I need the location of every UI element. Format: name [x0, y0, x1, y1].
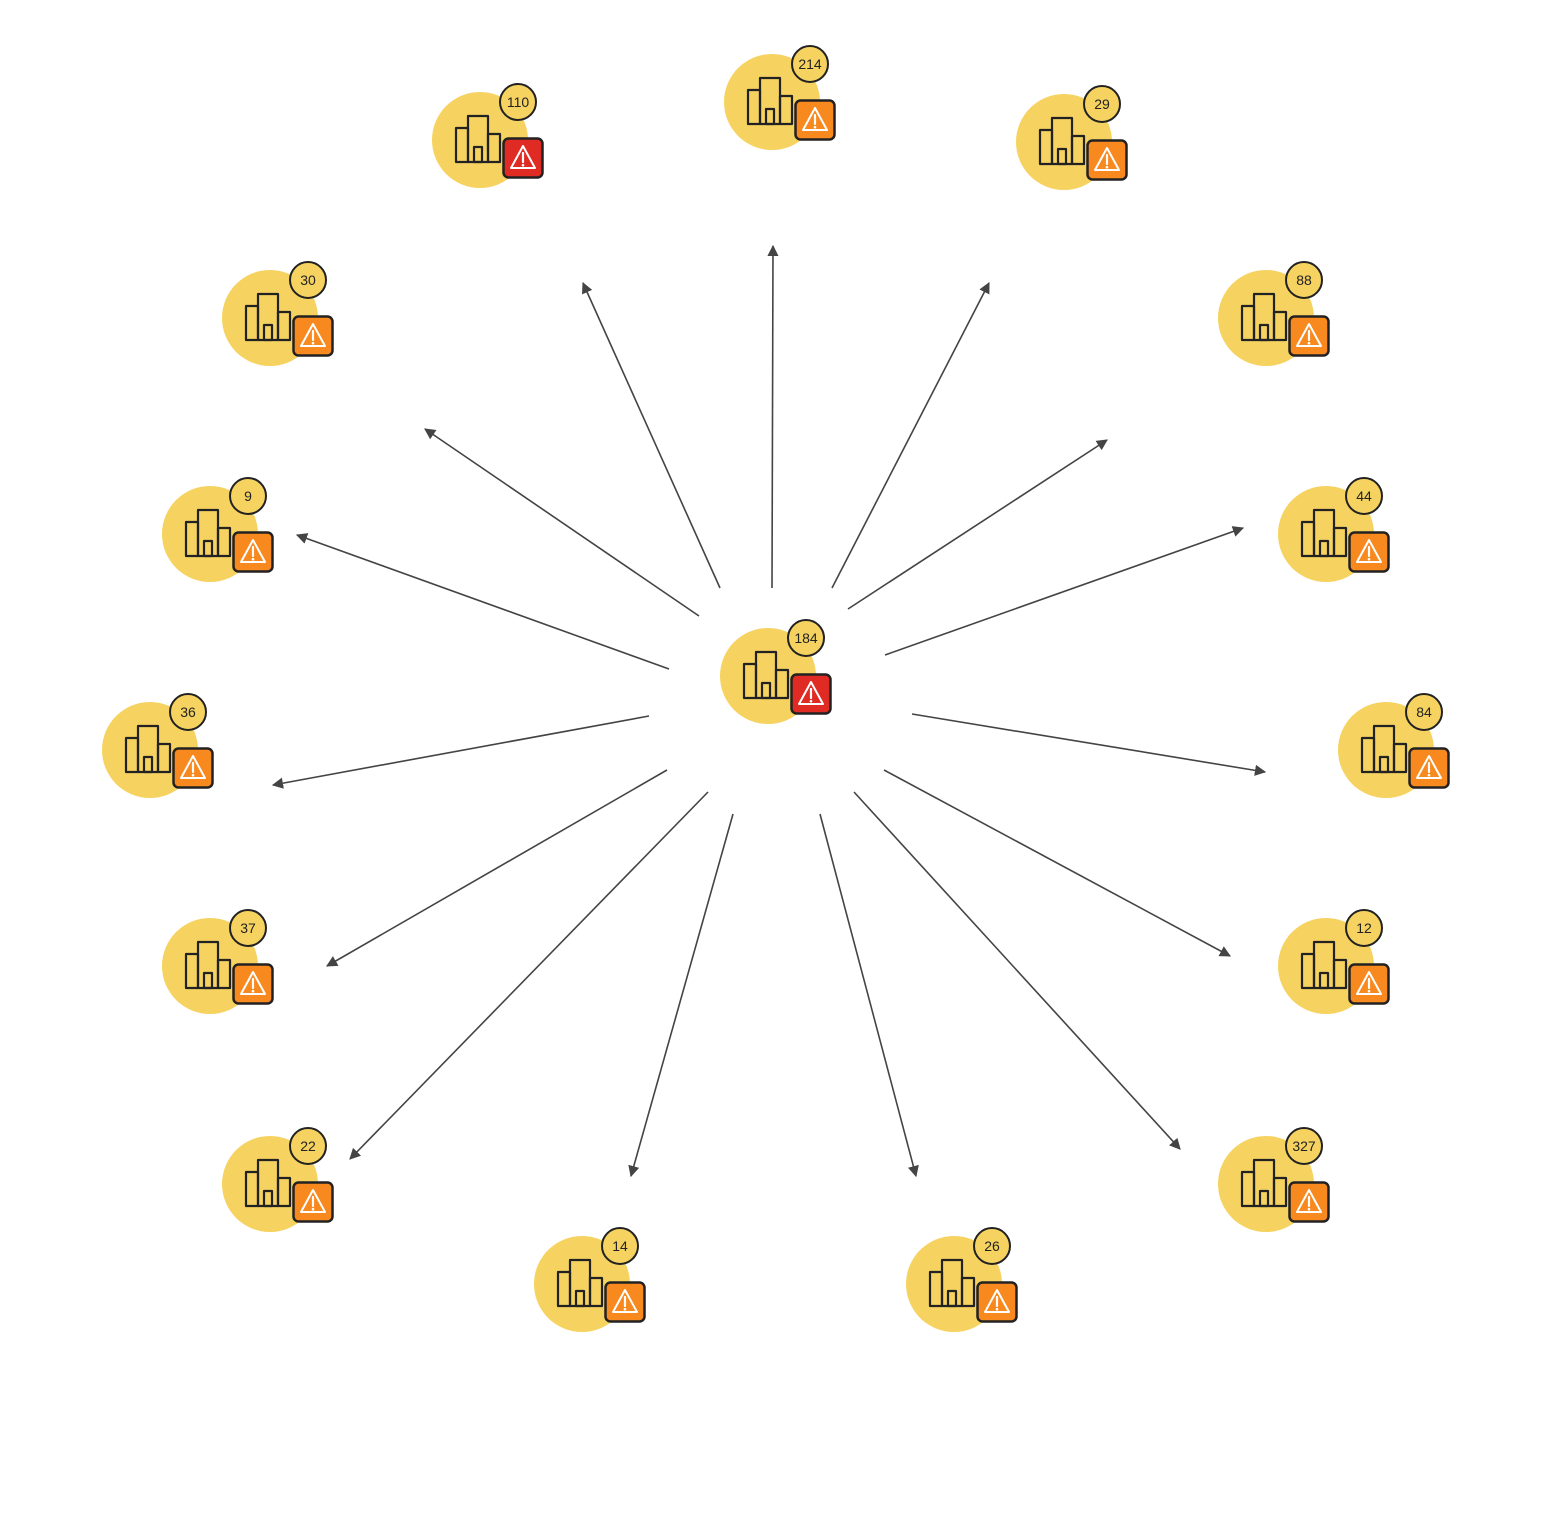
- satellite-node[interactable]: 30: [222, 261, 334, 366]
- satellite-node[interactable]: 14: [534, 1227, 646, 1332]
- building-icon: [124, 724, 178, 774]
- satellite-node[interactable]: 29: [1016, 85, 1128, 190]
- building-icon: [556, 1258, 610, 1308]
- satellite-node[interactable]: 26: [906, 1227, 1018, 1332]
- building-icon: [1038, 116, 1092, 166]
- building-icon: [746, 76, 800, 126]
- warning-triangle-icon: [1408, 747, 1450, 789]
- satellite-node[interactable]: 88: [1218, 261, 1330, 366]
- warning-triangle-icon: [604, 1281, 646, 1323]
- alert-count-badge: 84: [1405, 693, 1443, 731]
- edge-arrow: [582, 281, 721, 589]
- warning-triangle-icon: [502, 137, 544, 179]
- satellite-node[interactable]: 9: [162, 477, 274, 582]
- edge-arrow: [349, 791, 709, 1160]
- alert-count-badge: 14: [601, 1227, 639, 1265]
- satellite-node[interactable]: 12: [1278, 909, 1390, 1014]
- warning-triangle-icon: [292, 1181, 334, 1223]
- edge-arrow: [911, 713, 1267, 776]
- edge-arrow: [628, 813, 734, 1178]
- alert-count-badge: 9: [229, 477, 267, 515]
- building-icon: [454, 114, 508, 164]
- alert-count-badge: 36: [169, 693, 207, 731]
- satellite-node[interactable]: 214: [724, 45, 836, 150]
- warning-triangle-icon: [794, 99, 836, 141]
- building-icon: [1240, 292, 1294, 342]
- alert-count-badge: 12: [1345, 909, 1383, 947]
- satellite-node[interactable]: 84: [1338, 693, 1450, 798]
- satellite-node[interactable]: 22: [222, 1127, 334, 1232]
- satellite-node[interactable]: 327: [1218, 1127, 1330, 1232]
- alert-count-badge: 214: [791, 45, 829, 83]
- warning-triangle-icon: [1288, 1181, 1330, 1223]
- building-icon: [928, 1258, 982, 1308]
- warning-triangle-icon: [292, 315, 334, 357]
- edge-arrow: [424, 428, 700, 617]
- edge-arrow: [883, 769, 1231, 957]
- building-icon: [184, 508, 238, 558]
- building-icon: [244, 1158, 298, 1208]
- building-icon: [1300, 508, 1354, 558]
- alert-count-badge: 37: [229, 909, 267, 947]
- warning-triangle-icon: [1348, 531, 1390, 573]
- edge-arrow: [271, 715, 650, 789]
- alert-count-badge: 88: [1285, 261, 1323, 299]
- building-icon: [244, 292, 298, 342]
- hub-node[interactable]: 184: [720, 619, 832, 724]
- warning-triangle-icon: [976, 1281, 1018, 1323]
- building-icon: [1360, 724, 1414, 774]
- warning-triangle-icon: [790, 673, 832, 715]
- building-icon: [1300, 940, 1354, 990]
- edge-arrow: [326, 769, 668, 967]
- building-icon: [1240, 1158, 1294, 1208]
- alert-count-badge: 44: [1345, 477, 1383, 515]
- warning-triangle-icon: [232, 963, 274, 1005]
- building-icon: [742, 650, 796, 700]
- warning-triangle-icon: [232, 531, 274, 573]
- alert-count-badge: 26: [973, 1227, 1011, 1265]
- alert-count-badge: 22: [289, 1127, 327, 1165]
- edge-arrow: [831, 282, 990, 589]
- edge-arrow: [767, 244, 779, 589]
- alert-count-badge: 30: [289, 261, 327, 299]
- edge-arrow: [295, 533, 670, 670]
- warning-triangle-icon: [1086, 139, 1128, 181]
- edge-arrow: [819, 813, 919, 1178]
- alert-count-badge: 29: [1083, 85, 1121, 123]
- warning-triangle-icon: [172, 747, 214, 789]
- satellite-node[interactable]: 37: [162, 909, 274, 1014]
- alert-count-badge: 327: [1285, 1127, 1323, 1165]
- edge-arrow: [847, 439, 1108, 610]
- satellite-node[interactable]: 110: [432, 83, 544, 188]
- alert-count-badge: 184: [787, 619, 825, 657]
- alert-count-badge: 110: [499, 83, 537, 121]
- warning-triangle-icon: [1348, 963, 1390, 1005]
- edge-arrow: [853, 791, 1181, 1150]
- building-icon: [184, 940, 238, 990]
- satellite-node[interactable]: 44: [1278, 477, 1390, 582]
- warning-triangle-icon: [1288, 315, 1330, 357]
- edge-arrow: [884, 526, 1245, 656]
- satellite-node[interactable]: 36: [102, 693, 214, 798]
